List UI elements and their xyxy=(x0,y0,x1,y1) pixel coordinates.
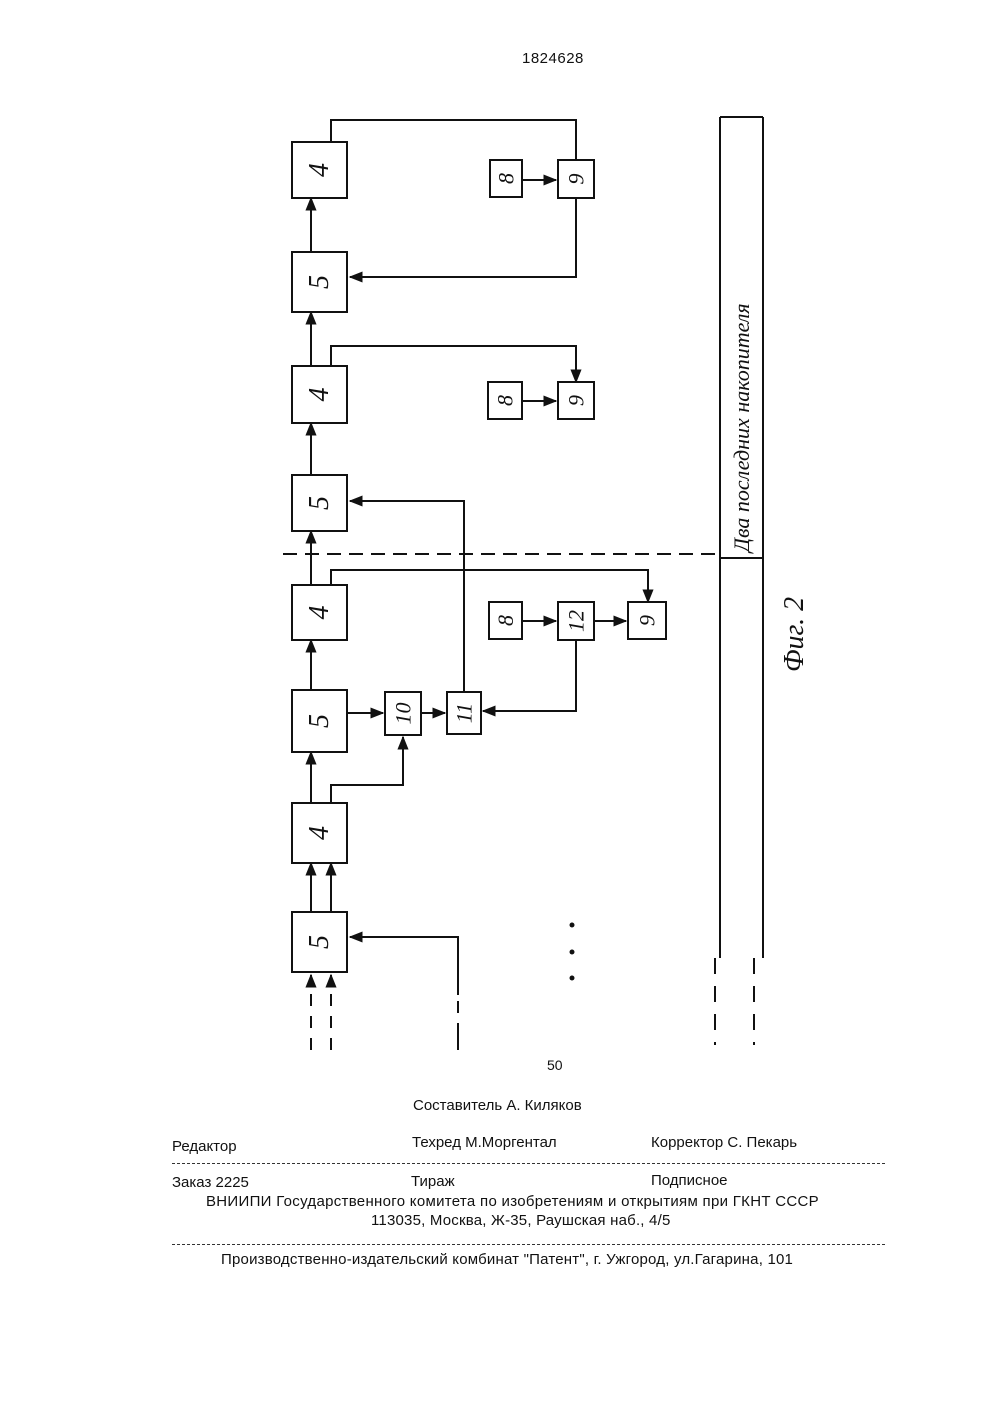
ellipsis-dot-3 xyxy=(570,976,575,981)
footer-rule-1 xyxy=(172,1163,885,1164)
editor: Редактор xyxy=(172,1138,237,1155)
block-label-b9-a: 9 xyxy=(635,615,660,626)
order-number: Заказ 2225 xyxy=(172,1174,249,1191)
block-label-b5-4: 5 xyxy=(304,275,335,289)
block-label-b9-b: 9 xyxy=(564,395,589,406)
block-label-b8-a: 8 xyxy=(493,615,518,626)
block-label-b10: 10 xyxy=(391,703,416,725)
block-label-b9-c: 9 xyxy=(564,174,589,185)
block-diagram: 5 4 5 4 5 4 5 4 10 11 8 12 9 8 9 8 9 Два последних накоп… xyxy=(0,0,1000,1080)
printer-line: Производственно-издательский комбинат "П… xyxy=(221,1251,793,1268)
corrector: Корректор С. Пекарь xyxy=(651,1134,797,1151)
circulation: Тираж xyxy=(411,1173,455,1190)
block-label-b4-2: 4 xyxy=(304,606,335,620)
publisher-address: 113035, Москва, Ж-35, Раушская наб., 4/5 xyxy=(371,1212,671,1229)
link-4-4-to-9-c xyxy=(331,120,576,160)
footer-rule-2 xyxy=(172,1244,885,1245)
link-11-to-5-3 xyxy=(350,501,464,692)
techred: Техред М.Моргентал xyxy=(412,1134,557,1151)
block-label-b8-b: 8 xyxy=(493,395,518,406)
block-label-b5-3: 5 xyxy=(304,496,335,510)
block-label-b11: 11 xyxy=(452,703,477,723)
link-12-to-11 xyxy=(483,640,576,711)
block-label-b5-2: 5 xyxy=(304,714,335,728)
input-line-3-solid xyxy=(350,937,458,995)
page-number: 50 xyxy=(547,1057,563,1073)
link-4-3-to-9-b xyxy=(331,346,576,382)
block-label-b12: 12 xyxy=(564,610,589,632)
subscription: Подписное xyxy=(651,1172,728,1189)
ellipsis-dot-1 xyxy=(570,923,575,928)
block-label-b4-3: 4 xyxy=(304,388,335,402)
block-label-b4-4: 4 xyxy=(304,163,335,177)
block-label-b5-1: 5 xyxy=(304,935,335,949)
composer: Составитель А. Киляков xyxy=(413,1097,582,1114)
ellipsis-dot-2 xyxy=(570,950,575,955)
block-label-b4-1: 4 xyxy=(304,826,335,840)
link-9-c-to-5-4 xyxy=(350,198,576,277)
link-4-2-to-9-a xyxy=(331,570,648,602)
side-label: Два последних накопителя xyxy=(729,303,754,554)
figure-caption: Фиг. 2 xyxy=(779,597,810,672)
publisher-line: ВНИИПИ Государственного комитета по изоб… xyxy=(206,1193,819,1210)
block-label-b8-c: 8 xyxy=(494,173,519,184)
